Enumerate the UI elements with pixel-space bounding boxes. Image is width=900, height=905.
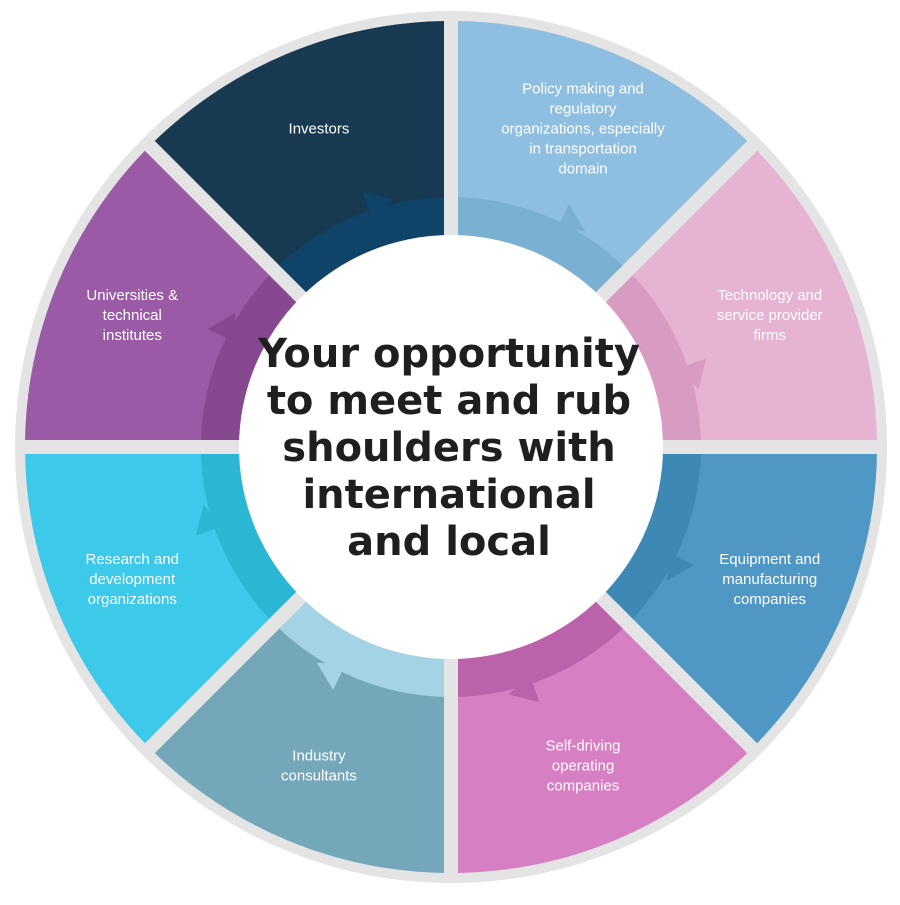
segment-label-technology: Technology and service provider firms: [717, 287, 823, 344]
segment-label-line: in transportation: [529, 140, 637, 157]
segment-policy: [457, 21, 748, 267]
segment-label-line: companies: [733, 591, 806, 608]
inner-band-investors: [279, 197, 445, 296]
flow-arrow-technology: [679, 358, 707, 390]
inner-band-universities: [201, 275, 300, 441]
center-title-line: international: [302, 472, 595, 518]
inner-ring-layer: [195, 191, 707, 703]
labels-layer: Policy making and regulatory organizations…: [86, 80, 823, 794]
segment-label-line: Technology and: [717, 287, 822, 304]
segment-label-investors: Investors: [289, 120, 350, 137]
flow-arrow-universities: [208, 312, 236, 342]
segment-label-line: consultants: [281, 768, 357, 785]
flow-arrow-consultants: [316, 662, 346, 690]
center-title-line: to meet and rub: [267, 378, 631, 424]
center-disc: [239, 235, 663, 659]
segment-universities: [25, 150, 271, 441]
segment-label-line: organizations, especially: [501, 120, 665, 137]
flow-arrow-investors: [362, 191, 394, 219]
segment-label-line: Universities &: [86, 287, 178, 304]
segment-label-line: Research and: [86, 551, 179, 568]
segment-label-line: institutes: [103, 327, 162, 344]
center-title-line: and local: [347, 519, 551, 565]
segment-label-self-driving: Self-driving operating companies: [546, 738, 621, 795]
segment-label-line: firms: [753, 327, 786, 344]
segment-label-line: organizations: [88, 591, 177, 608]
inner-band-consultants: [279, 598, 445, 697]
center-title-line: shoulders with: [282, 425, 615, 471]
segment-label-line: service provider: [717, 307, 823, 324]
segment-label-research: Research and development organizations: [86, 551, 179, 608]
segment-equipment: [631, 453, 877, 744]
flow-arrow-research: [195, 504, 223, 536]
segment-label-equipment: Equipment and manufacturing companies: [719, 551, 820, 608]
inner-band-research: [201, 453, 300, 619]
segment-label-line: Equipment and: [719, 551, 820, 568]
segment-label-line: manufacturing: [722, 571, 817, 588]
segment-label-line: Policy making and: [522, 80, 644, 97]
flow-arrow-equipment: [666, 552, 694, 582]
inner-band-policy: [457, 197, 623, 296]
inner-band-self-driving: [457, 598, 623, 697]
segment-label-policy: Policy making and regulatory organizations…: [501, 80, 665, 177]
segment-label-line: companies: [547, 778, 620, 795]
segment-label-universities: Universities & technical institutes: [86, 287, 178, 344]
segment-label-line: development: [89, 571, 176, 588]
segment-label-line: Investors: [289, 120, 350, 137]
segment-label-line: operating: [552, 758, 615, 775]
segment-label-consultants: Industry consultants: [281, 748, 357, 785]
center-title-line: Your opportunity: [257, 331, 640, 377]
segment-label-line: Industry: [292, 748, 346, 765]
inner-band-equipment: [602, 453, 701, 619]
segment-label-line: technical: [103, 307, 162, 324]
segment-label-line: Self-driving: [546, 738, 621, 755]
segment-label-line: regulatory: [550, 100, 617, 117]
flow-arrow-self-driving: [508, 675, 540, 703]
inner-band-technology: [602, 275, 701, 441]
segment-label-line: domain: [558, 160, 607, 177]
segment-consultants: [154, 627, 445, 873]
flow-arrow-policy: [556, 204, 586, 232]
